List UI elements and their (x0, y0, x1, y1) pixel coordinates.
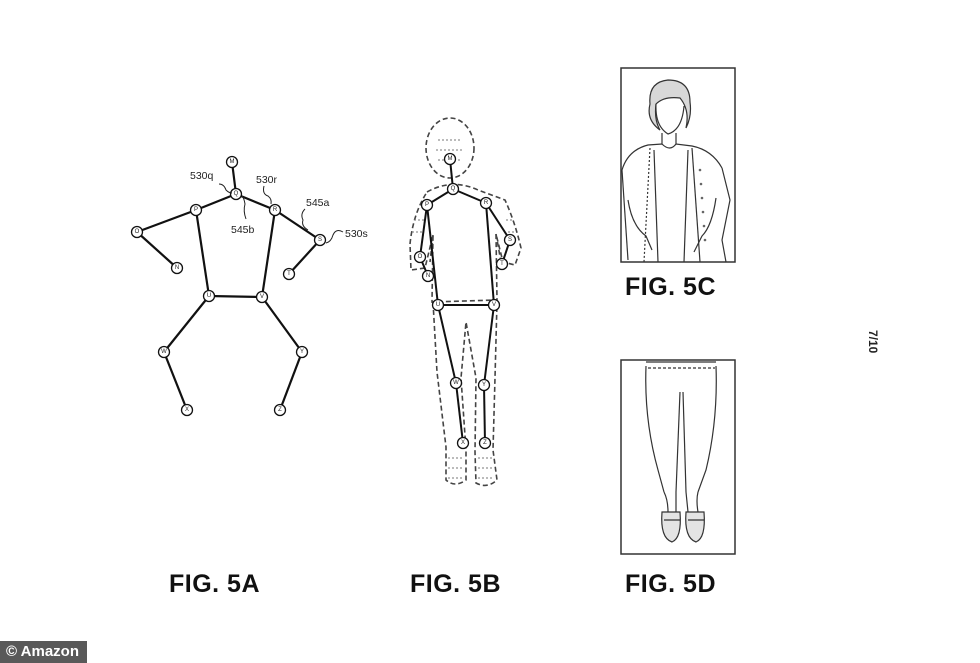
fig5b-joint-label-rshoulder: R (484, 200, 489, 206)
fig-5a-joints: M Q P R O S N T U V W Y X Z (130, 155, 327, 417)
caption-fig-5b: FIG. 5B (410, 570, 502, 598)
fig5b-joint-lelbow (413, 250, 427, 264)
ref-530r: 530r (256, 174, 278, 186)
fig5b-joint-lshoulder (420, 198, 434, 212)
fig5a-joint-label-lknee: W (161, 349, 167, 355)
fig-5d-lower-body-image (620, 359, 736, 555)
fig5b-joint-lwrist (421, 269, 435, 283)
fig5a-joint-rankle (273, 403, 287, 417)
fig5b-joint-label-neck: Q (451, 186, 456, 192)
fig5a-joint-neck (229, 187, 243, 201)
fig5a-joint-label-lwrist: N (175, 265, 179, 271)
fig5b-joint-relbow (503, 233, 517, 247)
fig5a-joint-rwrist (282, 267, 296, 281)
fig5b-joint-label-lankle: X (461, 440, 465, 446)
fig5a-joint-lankle (180, 403, 194, 417)
fig5b-joint-rshoulder (479, 196, 493, 210)
fig5b-joint-lankle (456, 436, 470, 450)
fig5a-joint-label-rwrist: T (287, 271, 291, 277)
fig5a-joint-label-lelbow: O (135, 229, 140, 235)
fig5a-joint-lknee (157, 345, 171, 359)
fig5a-joint-head (225, 155, 239, 169)
fig5b-joint-label-rknee: Y (482, 382, 486, 388)
fig5a-joint-lshoulder (189, 203, 203, 217)
fig5a-joint-label-rhip: V (260, 294, 264, 300)
fig5b-joint-label-lelbow: O (418, 254, 423, 260)
fig5a-joint-label-lshoulder: P (194, 207, 198, 213)
fig5b-joint-rankle (478, 436, 492, 450)
ref-545a: 545a (306, 197, 330, 209)
fig5a-joint-label-rknee: Y (300, 349, 304, 355)
fig5a-joint-lhip (202, 289, 216, 303)
fig5b-joint-label-lknee: W (453, 380, 459, 386)
fig5a-joint-rshoulder (268, 203, 282, 217)
ref-530q: 530q (190, 170, 214, 182)
fig5b-joint-label-lhip: U (436, 302, 440, 308)
fig-5b-body-outline (409, 117, 522, 487)
fig5a-joint-rknee (295, 345, 309, 359)
fig5b-joint-label-relbow: S (508, 237, 512, 243)
fig5a-joint-lelbow (130, 225, 144, 239)
fig5a-joint-label-neck: Q (234, 191, 239, 197)
fig5b-joint-lknee (449, 376, 463, 390)
fig-5c-upper-body-image (620, 67, 736, 263)
fig5a-joint-label-rshoulder: R (273, 207, 278, 213)
fig5b-joint-rwrist (495, 257, 509, 271)
caption-fig-5a: FIG. 5A (169, 570, 261, 598)
fig5a-joint-lwrist (170, 261, 184, 275)
fig5a-joint-rhip (255, 290, 269, 304)
fig-5a-skeleton (136, 161, 321, 411)
image-credit: © Amazon (0, 641, 88, 663)
fig5a-joint-label-rankle: Z (278, 407, 282, 413)
fig5a-joint-label-head: M (230, 159, 235, 165)
fig5b-joint-neck (446, 182, 460, 196)
fig5b-joint-rhip (487, 298, 501, 312)
fig5b-joint-label-head: M (448, 156, 453, 162)
fig5b-joint-label-rhip: V (492, 302, 496, 308)
fig5b-joint-label-lshoulder: P (425, 202, 429, 208)
fig5b-joint-rknee (477, 378, 491, 392)
caption-fig-5d: FIG. 5D (625, 570, 717, 598)
fig5a-joint-relbow (313, 233, 327, 247)
fig5b-joint-label-rankle: Z (483, 440, 487, 446)
fig5b-joint-lhip (431, 298, 445, 312)
fig5b-joint-head (443, 152, 457, 166)
caption-fig-5c: FIG. 5C (625, 273, 717, 301)
fig5b-joint-label-lwrist: N (426, 273, 430, 279)
fig5a-joint-label-relbow: S (318, 237, 322, 243)
fig-5c-cardigan-buttons (698, 168, 707, 242)
ref-530s: 530s (345, 228, 368, 240)
fig-5b-checker-hatching (412, 139, 516, 479)
fig5a-joint-label-lankle: X (185, 407, 189, 413)
fig-5b-joints: M Q P R O S N T U V W Y X Z (413, 152, 517, 450)
fig5a-joint-label-lhip: U (207, 293, 211, 299)
fig5b-joint-label-rwrist: T (500, 261, 504, 267)
fig-5a-leader-lines (218, 183, 344, 244)
ref-545b: 545b (231, 224, 255, 236)
page-number: 7/10 (866, 330, 880, 354)
